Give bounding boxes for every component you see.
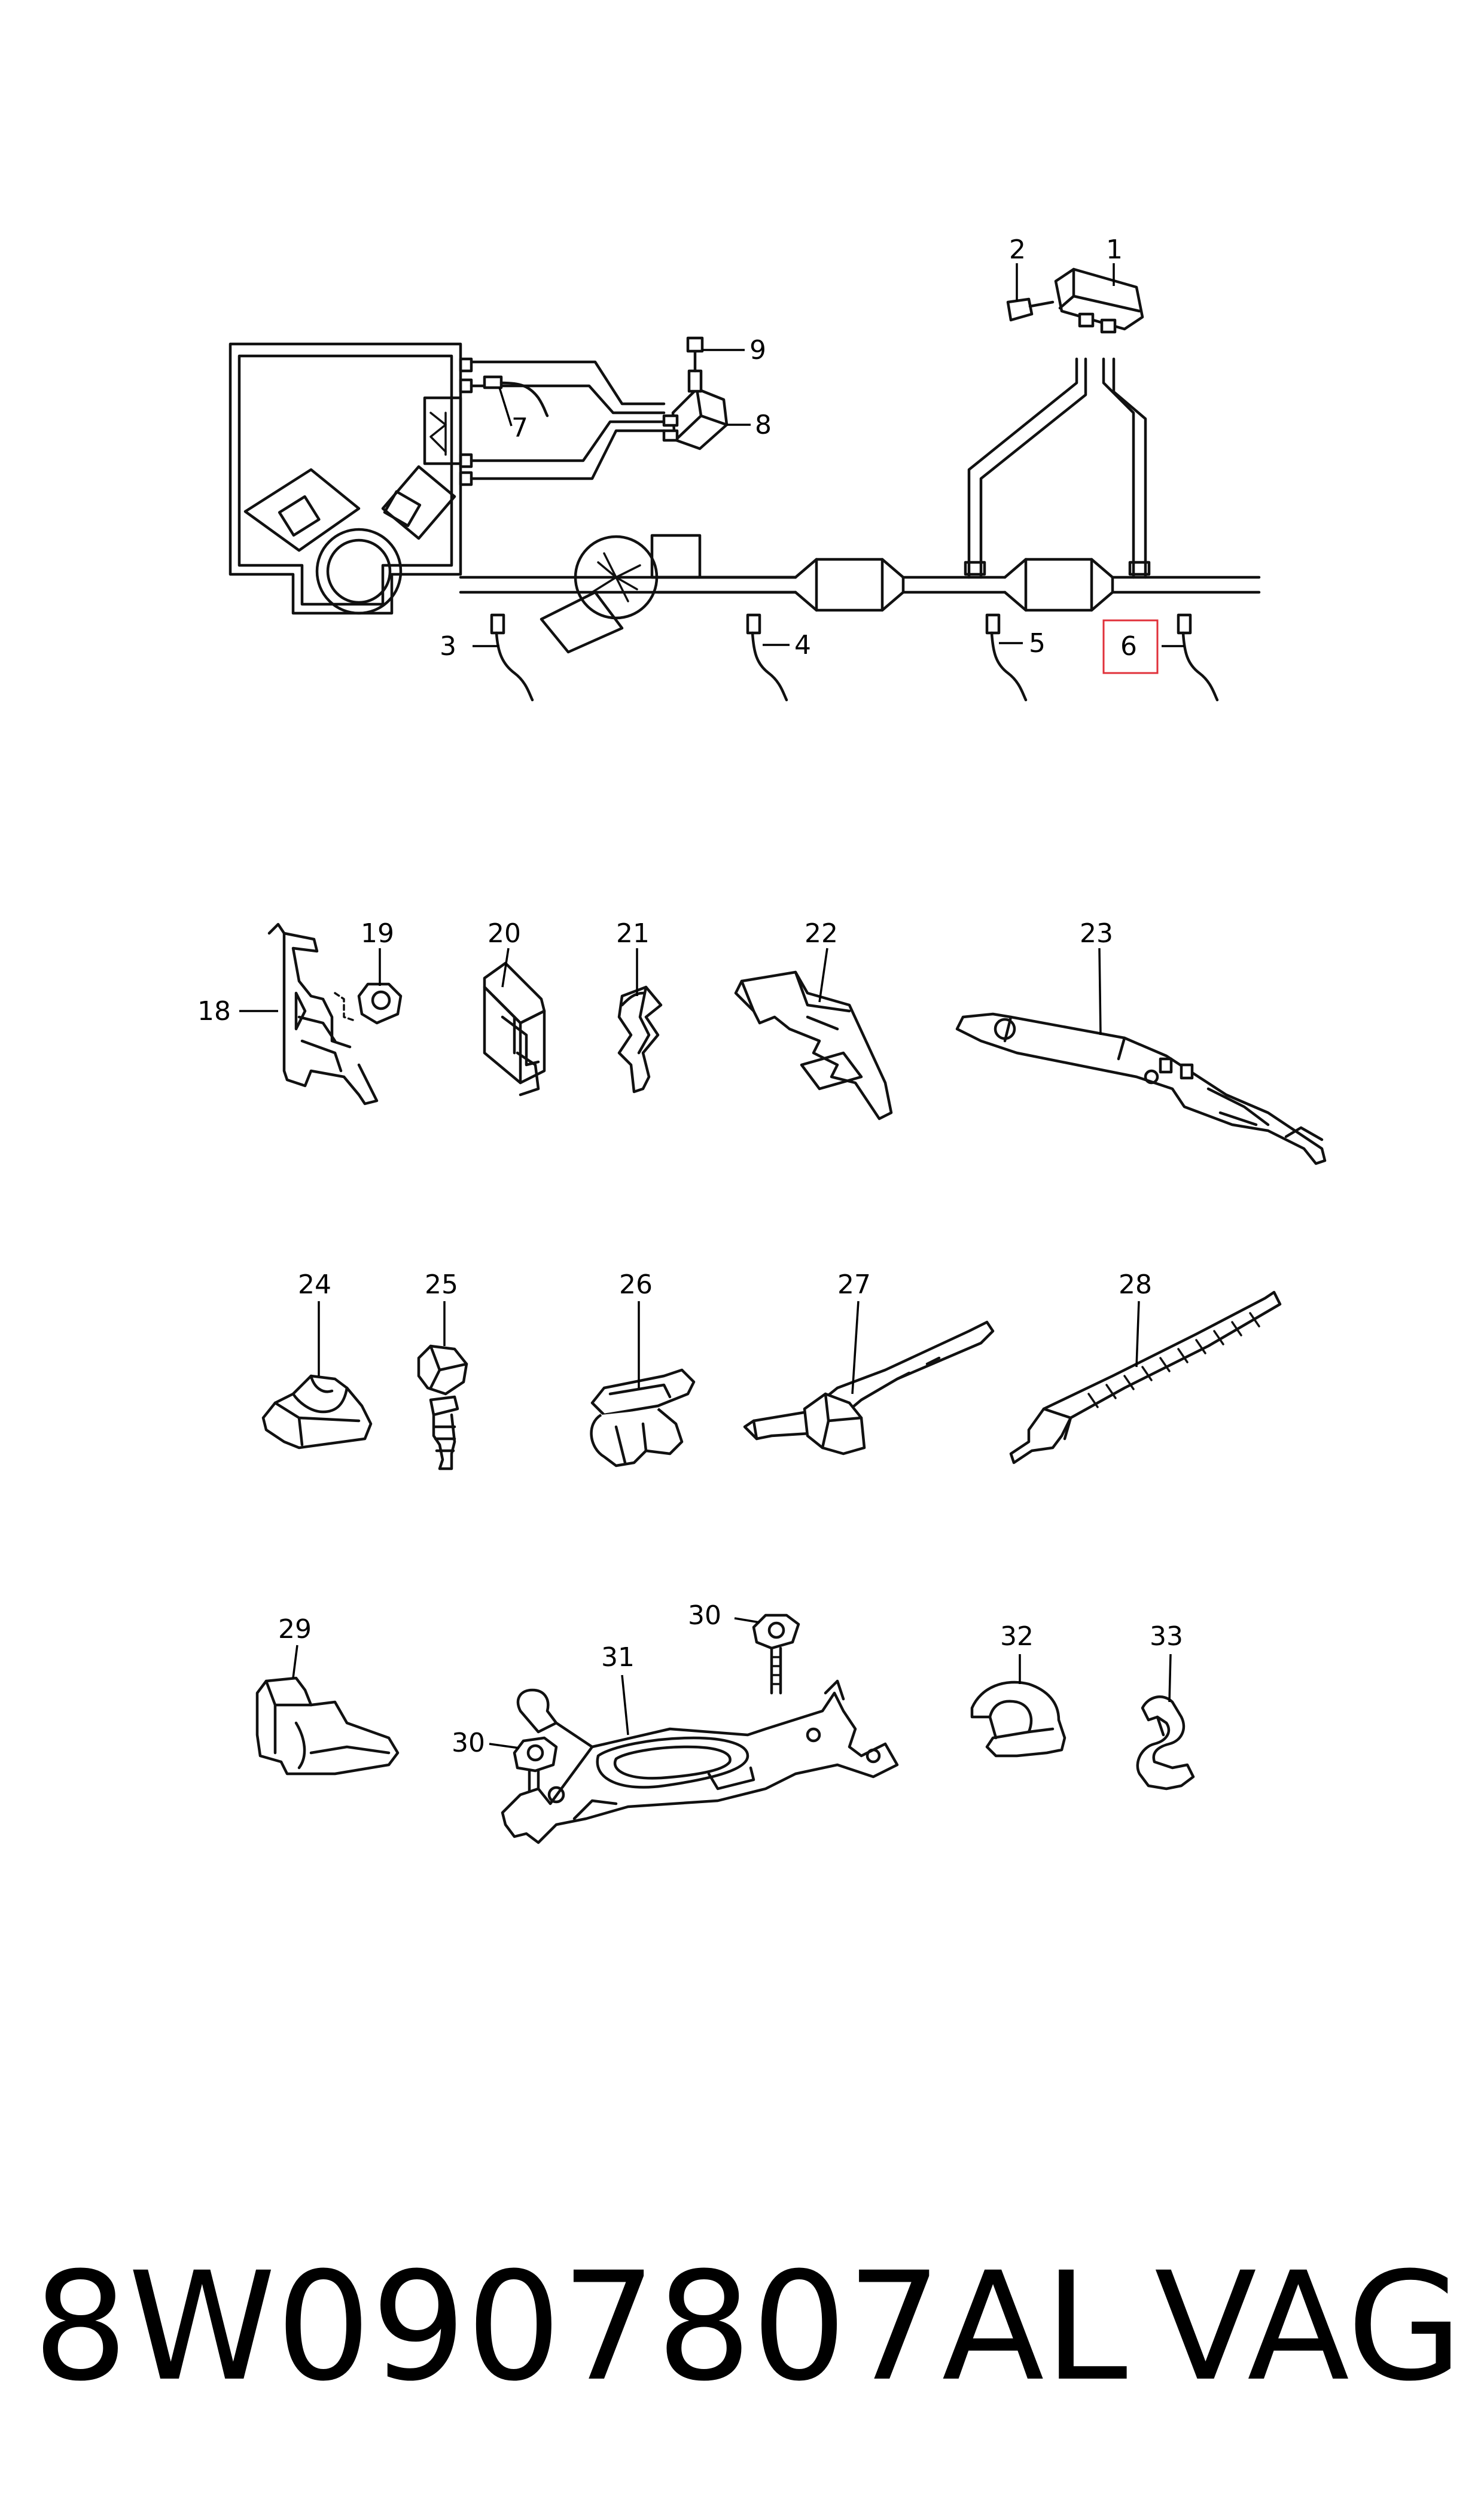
clip-26 bbox=[590, 1368, 696, 1467]
clip-20 bbox=[483, 961, 546, 1097]
nut-30-upper bbox=[752, 1613, 800, 1695]
cable-tie-27 bbox=[743, 1320, 995, 1456]
sensor-probe-6 bbox=[1177, 613, 1219, 702]
exhaust-system-schematic bbox=[228, 342, 1261, 654]
callout-19: 19 bbox=[361, 918, 394, 949]
clip-29 bbox=[255, 1676, 400, 1776]
pressure-sensor-1 bbox=[1006, 267, 1144, 334]
callout-1: 1 bbox=[1106, 235, 1123, 265]
callout-6-highlight bbox=[1102, 619, 1159, 674]
callout-21: 21 bbox=[616, 918, 650, 949]
clip-32 bbox=[970, 1680, 1066, 1758]
clip-24 bbox=[261, 1374, 373, 1450]
callout-24: 24 bbox=[298, 1269, 331, 1300]
clip-25 bbox=[417, 1344, 468, 1470]
callout-33: 33 bbox=[1150, 1621, 1183, 1652]
bracket-18 bbox=[267, 922, 379, 1106]
callout-4: 4 bbox=[794, 630, 811, 660]
bracket-31 bbox=[501, 1679, 899, 1844]
parts-diagram: 1 2 3 4 5 6 7 8 9 18 19 20 21 22 23 24 2… bbox=[197, 235, 1327, 1844]
callout-9: 9 bbox=[749, 335, 766, 366]
callout-23: 23 bbox=[1080, 918, 1113, 949]
callout-labels: 1 2 3 4 5 6 7 8 9 18 19 20 21 22 23 24 2… bbox=[197, 235, 1183, 1758]
callout-27: 27 bbox=[837, 1269, 871, 1300]
bracket-23 bbox=[955, 1012, 1327, 1165]
callout-31: 31 bbox=[601, 1642, 635, 1673]
part-number: 8W0907807AL bbox=[33, 2240, 1128, 2414]
callout-5: 5 bbox=[1029, 628, 1046, 659]
callout-20: 20 bbox=[487, 918, 521, 949]
callout-3: 3 bbox=[440, 631, 456, 662]
callout-30-lower: 30 bbox=[452, 1728, 485, 1758]
pressure-sensor-8 bbox=[662, 336, 729, 450]
callout-18: 18 bbox=[197, 996, 231, 1027]
bracket-22 bbox=[734, 970, 893, 1121]
callout-25: 25 bbox=[425, 1269, 458, 1300]
callout-26: 26 bbox=[619, 1269, 653, 1300]
nut-19 bbox=[357, 982, 403, 1025]
sensor-probe-3 bbox=[490, 613, 534, 702]
cable-tie-28 bbox=[1009, 1290, 1282, 1464]
clip-33 bbox=[1136, 1695, 1195, 1791]
callout-22: 22 bbox=[805, 918, 838, 949]
sensor-probe-5 bbox=[985, 613, 1028, 702]
clip-21 bbox=[617, 985, 663, 1094]
callout-28: 28 bbox=[1119, 1269, 1152, 1300]
brand-label: VAG bbox=[1154, 2240, 1463, 2414]
callout-8: 8 bbox=[755, 410, 772, 440]
callout-leaders bbox=[239, 263, 1184, 1749]
callout-32: 32 bbox=[1000, 1621, 1034, 1652]
sensor-probe-7 bbox=[483, 375, 549, 418]
sensor-probe-4 bbox=[746, 613, 788, 702]
callout-30-upper: 30 bbox=[688, 1600, 721, 1631]
callout-6: 6 bbox=[1120, 631, 1137, 662]
callout-7: 7 bbox=[511, 413, 528, 443]
callout-2: 2 bbox=[1009, 235, 1026, 265]
callout-29: 29 bbox=[278, 1614, 312, 1645]
